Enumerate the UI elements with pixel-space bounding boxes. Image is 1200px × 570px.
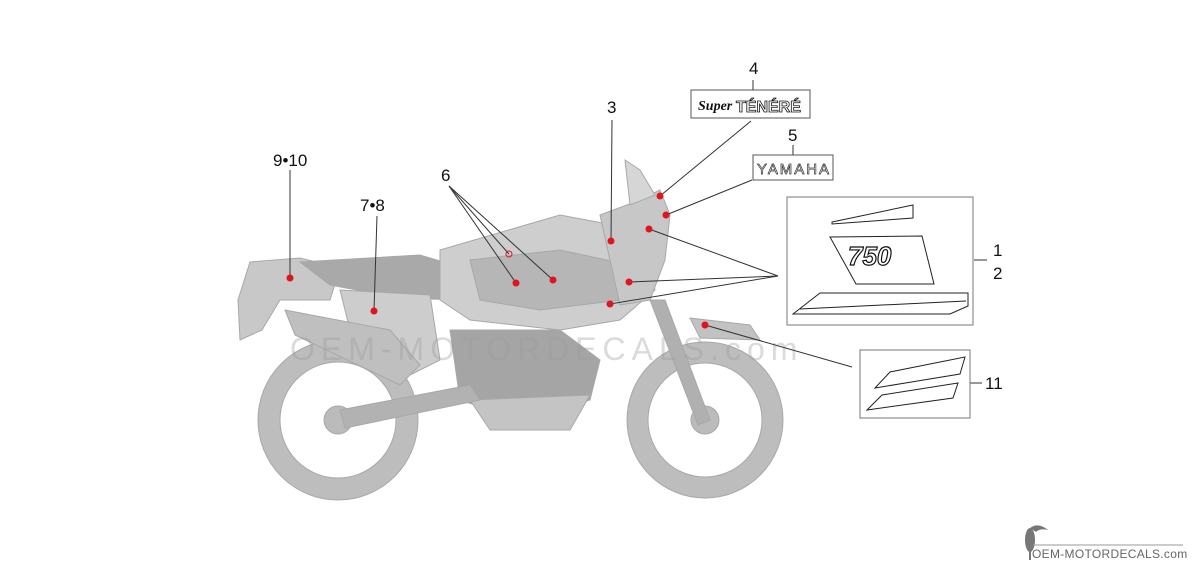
marker-4 [656, 192, 664, 200]
callout-lines [289, 80, 987, 384]
brand-logo-icon [1025, 525, 1183, 560]
marker-1-b [625, 278, 633, 286]
markers [286, 192, 709, 329]
callout-1: 1 [993, 241, 1003, 260]
marker-9-10 [286, 274, 294, 282]
callout-5: 5 [788, 126, 798, 145]
callout-3: 3 [607, 98, 617, 117]
marker-3 [607, 237, 615, 245]
callout-11: 11 [985, 374, 1003, 393]
decal-fender-stripes [859, 349, 971, 419]
decal-yamaha: YAMAHA [752, 154, 834, 181]
callout-2: 2 [993, 264, 1003, 283]
marker-6-b [512, 279, 520, 287]
decal-super-tenere: Super TÉNÉRÉ [690, 89, 811, 119]
marker-6-a [549, 276, 557, 284]
callout-7-8: 7•8 [360, 196, 385, 215]
motorcycle [237, 158, 784, 501]
super-script-text: Super [698, 99, 733, 114]
callout-4: 4 [749, 59, 759, 78]
callout-6: 6 [441, 166, 451, 185]
tenere-text: TÉNÉRÉ [736, 97, 801, 116]
exhaust [284, 309, 421, 386]
marker-1-c [606, 300, 614, 308]
marker-5 [662, 211, 670, 219]
marker-1-a [645, 225, 653, 233]
skid-plate [469, 394, 591, 431]
watermark-graphic: OEM-MOTORDECALS.com [290, 331, 803, 367]
marker-6-hidden [505, 250, 513, 258]
fork [649, 299, 711, 426]
swingarm [339, 384, 481, 429]
marker-7-8 [370, 307, 378, 315]
windscreen [624, 158, 656, 206]
callout-9-10: 9•10 [273, 151, 308, 170]
watermark-text: OEM-MOTORDECALS.com [290, 331, 803, 367]
750-text: 750 [848, 241, 892, 271]
decal-set-750: 750 [786, 196, 974, 326]
marker-11 [701, 321, 709, 329]
brand-logo-text: OEM-MOTORDECALS.com [1032, 547, 1188, 561]
